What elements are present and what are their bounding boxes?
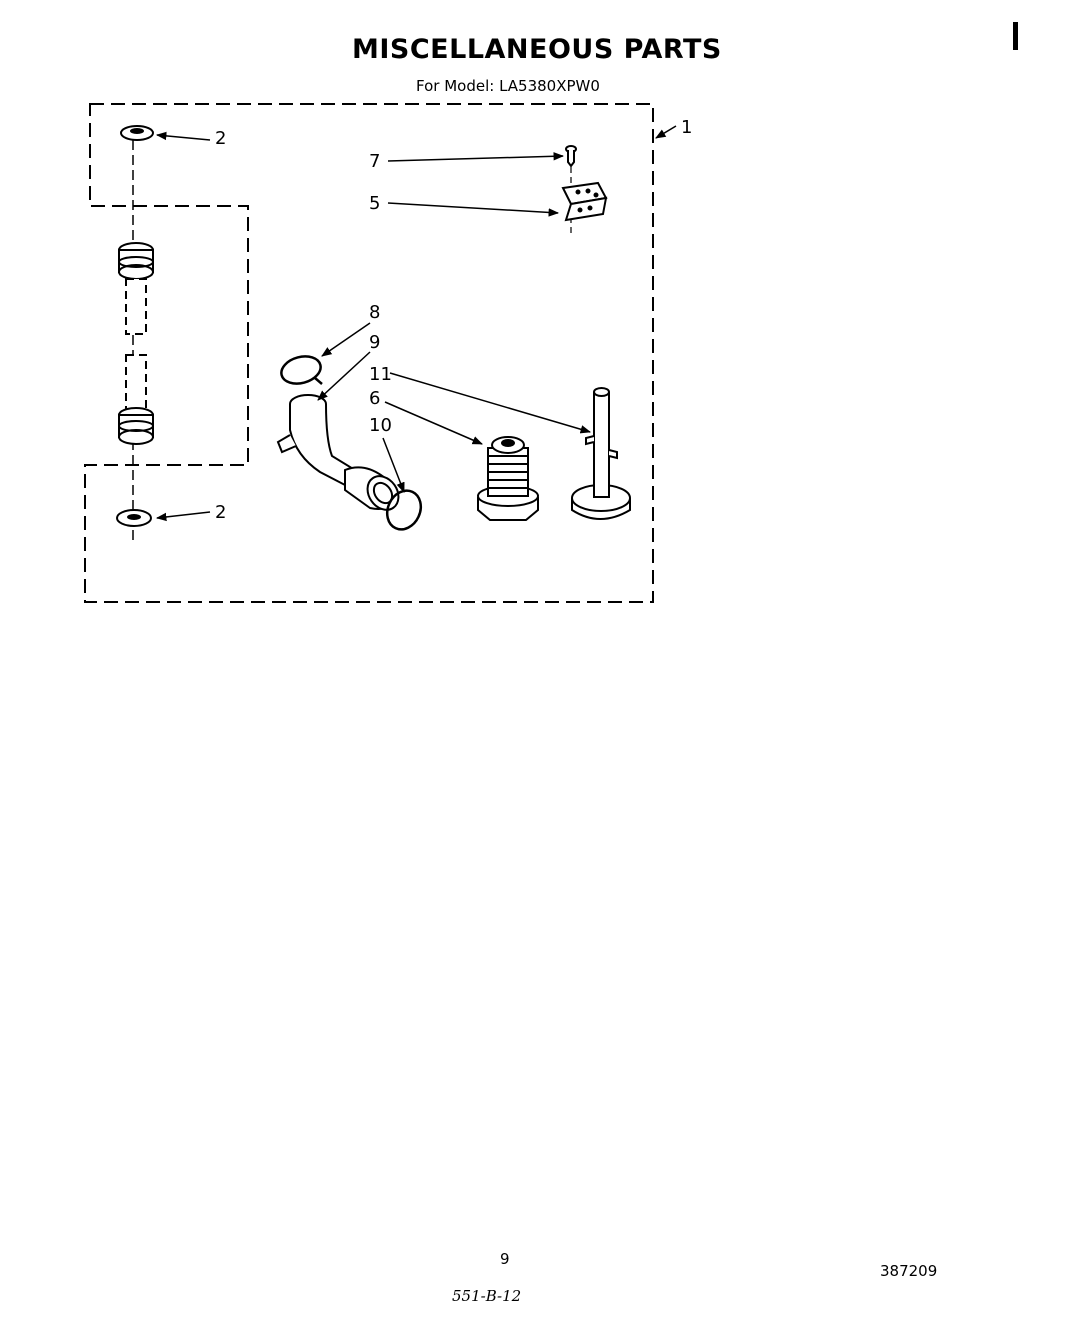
document-number: 387209 <box>880 1262 938 1280</box>
page-title: MISCELLANEOUS PARTS <box>352 34 722 65</box>
top-washer <box>120 125 154 141</box>
screw <box>565 145 577 168</box>
model-line: For Model: LA5380XPW0 <box>416 77 600 95</box>
clamp-ring-upper <box>280 355 323 385</box>
callout-10: 10 <box>369 415 392 436</box>
kit-boundary <box>84 103 654 603</box>
page-number: 9 <box>500 1250 510 1268</box>
callout-5: 5 <box>369 193 380 214</box>
callout-2-bottom: 2 <box>215 502 226 523</box>
drain-hose <box>276 394 400 511</box>
callout-9: 9 <box>369 332 380 353</box>
hose-clip <box>561 181 608 222</box>
callout-7: 7 <box>369 151 380 172</box>
callout-6: 6 <box>369 388 380 409</box>
callout-2-top: 2 <box>215 128 226 149</box>
callout-8: 8 <box>369 302 380 323</box>
leveling-foot <box>571 387 631 520</box>
handwritten-note: 551-B-12 <box>452 1287 522 1305</box>
leader-lines <box>155 125 677 522</box>
inlet-hose <box>118 242 154 445</box>
bottom-washer <box>116 509 152 527</box>
callout-1: 1 <box>681 117 692 138</box>
corner-mark <box>1013 22 1018 50</box>
clamp-ring-lower <box>385 489 423 531</box>
callout-11: 11 <box>369 364 392 385</box>
leveling-leg <box>477 436 539 521</box>
